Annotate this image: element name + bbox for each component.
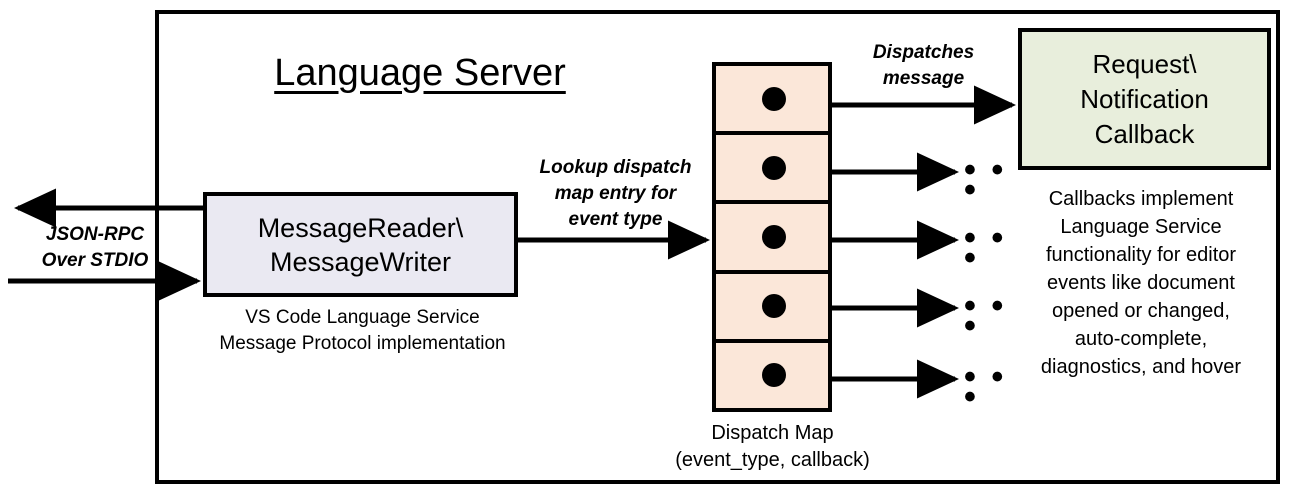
- table-row[interactable]: [716, 274, 828, 343]
- callback-caption-line7: diagnostics, and hover: [1040, 356, 1242, 378]
- message-reader-writer-text: MessageReader\ MessageWriter: [258, 211, 464, 279]
- dispatches-label-line2: message: [882, 68, 965, 89]
- reader-caption-line1: VS Code Language Service: [245, 307, 480, 328]
- message-reader-writer-caption: VS Code Language Service Message Protoco…: [190, 305, 535, 357]
- dispatch-map-caption: Dispatch Map (event_type, callback): [640, 420, 905, 474]
- table-row[interactable]: [716, 135, 828, 205]
- page-title: Language Server: [274, 52, 566, 94]
- callback-caption-line3: functionality for editor: [1045, 244, 1237, 266]
- message-reader-writer-box[interactable]: MessageReader\ MessageWriter: [203, 192, 518, 297]
- ellipsis-row5: • • •: [964, 358, 1007, 416]
- map-caption-line2: (event_type, callback): [675, 449, 870, 471]
- ellipsis-row4: • • •: [964, 287, 1007, 345]
- callback-caption-line6: auto-complete,: [1074, 328, 1208, 350]
- dispatches-message-label: Dispatches message: [836, 40, 1011, 92]
- callback-description: Callbacks implement Language Service fun…: [1006, 185, 1276, 381]
- table-row[interactable]: [716, 66, 828, 136]
- reader-caption-line2: Message Protocol implementation: [219, 333, 506, 354]
- callback-dot-icon: [762, 294, 786, 319]
- callback-line3: Callback: [1094, 118, 1195, 149]
- callback-line2: Notification: [1080, 83, 1209, 114]
- map-caption-line1: Dispatch Map: [711, 422, 834, 444]
- message-writer-line: MessageWriter: [269, 246, 452, 277]
- callback-dot-icon: [762, 155, 786, 180]
- callback-dot-icon: [762, 86, 786, 111]
- callback-line1: Request\: [1092, 48, 1197, 79]
- table-row[interactable]: [716, 204, 828, 274]
- lookup-dispatch-label: Lookup dispatch map entry for event type: [518, 155, 713, 233]
- table-row[interactable]: [716, 343, 828, 408]
- ellipsis-row2: • • •: [964, 151, 1007, 209]
- callback-caption-line1: Callbacks implement: [1048, 188, 1234, 210]
- callback-dot-icon: [762, 363, 786, 388]
- request-notification-callback-box[interactable]: Request\ Notification Callback: [1018, 28, 1271, 170]
- lookup-label-line3: event type: [568, 209, 663, 230]
- callback-caption-line4: events like document: [1047, 272, 1235, 294]
- callback-box-text: Request\ Notification Callback: [1080, 47, 1209, 152]
- callback-caption-line2: Language Service: [1060, 216, 1222, 238]
- json-rpc-channel-label: JSON-RPC Over STDIO: [20, 222, 170, 274]
- message-reader-line: MessageReader\: [257, 212, 464, 243]
- lookup-label-line1: Lookup dispatch: [539, 157, 692, 178]
- json-rpc-label-line2: Over STDIO: [41, 250, 149, 271]
- lookup-label-line2: map entry for: [554, 183, 677, 204]
- dispatch-map-table[interactable]: [712, 62, 832, 412]
- callback-caption-line5: opened or changed,: [1052, 300, 1230, 322]
- json-rpc-label-line1: JSON-RPC: [45, 224, 145, 245]
- callback-dot-icon: [762, 225, 786, 249]
- dispatches-label-line1: Dispatches: [872, 42, 975, 63]
- ellipsis-row3: • • •: [964, 219, 1007, 277]
- language-server-frame: [155, 10, 1280, 484]
